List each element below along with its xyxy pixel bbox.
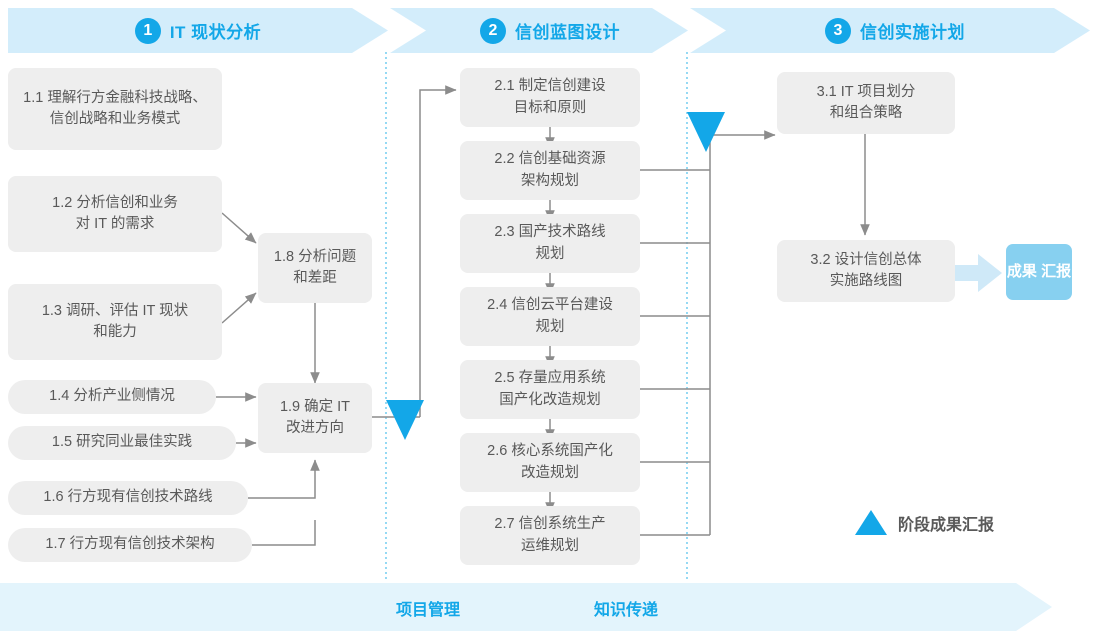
process-box-1-7-line1: 1.7 行方现有信创技术架构 [45,536,215,553]
process-box-2-2[interactable]: 2.2 信创基础资源 架构规划 [460,141,640,200]
process-box-2-1[interactable]: 2.1 制定信创建设 目标和原则 [460,68,640,127]
process-box-1-3-line2: 和能力 [93,324,137,340]
bottom-band-shape [0,583,1052,631]
process-box-2-3[interactable]: 2.3 国产技术路线 规划 [460,214,640,273]
process-box-1-9-line2: 改进方向 [285,420,344,436]
phase-header-3[interactable]: 3 信创实施计划 [690,8,1090,53]
process-box-2-7[interactable]: 2.7 信创系统生产 运维规划 [460,506,640,565]
milestone-triangle-phase2 [687,112,725,152]
process-box-2-4-line2: 规划 [535,318,565,335]
result-badge-line1: 成果 [1006,262,1037,280]
process-box-1-4[interactable]: 1.4 分析产业侧情况 [8,380,216,414]
process-box-1-9[interactable]: 1.9 确定 IT 改进方向 [258,383,372,453]
process-box-2-5-line1: 2.5 存量应用系统 [494,370,606,387]
phase-title-1: IT 现状分析 [169,23,262,42]
process-box-2-5[interactable]: 2.5 存量应用系统 国产化改造规划 [460,360,640,419]
process-box-3-1-line1: 3.1 IT 项目划分 [816,83,916,100]
process-box-3-2-line1: 3.2 设计信创总体 [810,251,922,268]
phase-band-shape-1 [8,8,388,53]
process-box-2-6-line1: 2.6 核心系统国产化 [487,443,613,460]
process-box-2-7-line1: 2.7 信创系统生产 [494,516,606,533]
process-box-1-8[interactable]: 1.8 分析问题 和差距 [258,233,372,303]
process-box-2-4-line1: 2.4 信创云平台建设 [487,297,613,314]
process-box-1-6-line1: 1.6 行方现有信创技术路线 [43,489,213,506]
process-box-1-5[interactable]: 1.5 研究同业最佳实践 [8,426,236,460]
process-box-2-3-line2: 规划 [535,245,565,262]
bottom-bar-label-knowledge-transfer: 知识传递 [594,602,659,619]
process-box-1-8-line1: 1.8 分析问题 [273,248,357,265]
triangle-milestone-icon [855,510,887,535]
process-box-2-2-line1: 2.2 信创基础资源 [494,151,606,168]
process-box-1-6[interactable]: 1.6 行方现有信创技术路线 [8,481,248,515]
process-box-1-1[interactable]: 1.1 理解行方金融科技战略、 信创战略和业务模式 [8,68,222,150]
process-box-1-3[interactable]: 1.3 调研、评估 IT 现状 和能力 [8,284,222,360]
process-box-2-2-line2: 架构规划 [521,172,579,189]
process-box-3-1-line2: 和组合策略 [829,105,903,121]
process-box-2-6[interactable]: 2.6 核心系统国产化 改造规划 [460,433,640,492]
phase-number-3: 3 [825,17,851,44]
phase-header-2[interactable]: 2 信创蓝图设计 [390,8,688,53]
process-box-2-1-line2: 目标和原则 [513,99,587,116]
legend: 阶段成果汇报 [855,510,994,535]
result-badge-line2: 汇报 [1041,262,1072,280]
legend-label: 阶段成果汇报 [898,516,995,534]
phase-band-shape-3 [690,8,1090,53]
phase-number-2: 2 [480,17,506,44]
phase-number-1: 1 [134,17,161,44]
process-box-1-8-line2: 和差距 [293,270,337,286]
process-box-1-9-line1: 1.9 确定 IT [279,398,351,415]
phase-header-1[interactable]: 1 IT 现状分析 [8,8,388,53]
process-box-1-4-line1: 1.4 分析产业侧情况 [49,388,175,405]
process-box-1-2-line1: 1.2 分析信创和业务 [52,194,178,211]
process-box-3-2[interactable]: 3.2 设计信创总体 实施路线图 [777,240,955,302]
process-box-2-4[interactable]: 2.4 信创云平台建设 规划 [460,287,640,346]
process-box-1-5-line1: 1.5 研究同业最佳实践 [51,434,193,451]
process-box-1-3-line1: 1.3 调研、评估 IT 现状 [41,302,189,319]
process-box-2-7-line2: 运维规划 [521,537,579,554]
process-box-1-1-line2: 信创战略和业务模式 [49,111,181,127]
process-box-1-2-line2: 对 IT 的需求 [75,216,155,232]
process-box-1-1-line1: 1.1 理解行方金融科技战略、 [23,89,207,106]
process-box-3-2-line2: 实施路线图 [829,273,903,289]
process-box-3-1[interactable]: 3.1 IT 项目划分 和组合策略 [777,72,955,134]
process-box-1-7[interactable]: 1.7 行方现有信创技术架构 [8,528,252,562]
process-box-2-1-line1: 2.1 制定信创建设 [494,78,606,95]
phase-title-3: 信创实施计划 [860,23,965,42]
phase-title-2: 信创蓝图设计 [515,23,620,42]
process-box-2-5-line2: 国产化改造规划 [499,391,601,408]
process-box-2-6-line2: 改造规划 [521,464,579,481]
process-box-1-2[interactable]: 1.2 分析信创和业务 对 IT 的需求 [8,176,222,252]
result-badge[interactable]: 成果 汇报 [1006,244,1072,300]
bottom-bar-label-project-management: 项目管理 [396,602,461,619]
phase-band-shape-2 [390,8,688,53]
process-box-2-3-line1: 2.3 国产技术路线 [494,224,606,241]
milestone-triangle-phase1 [386,400,424,440]
